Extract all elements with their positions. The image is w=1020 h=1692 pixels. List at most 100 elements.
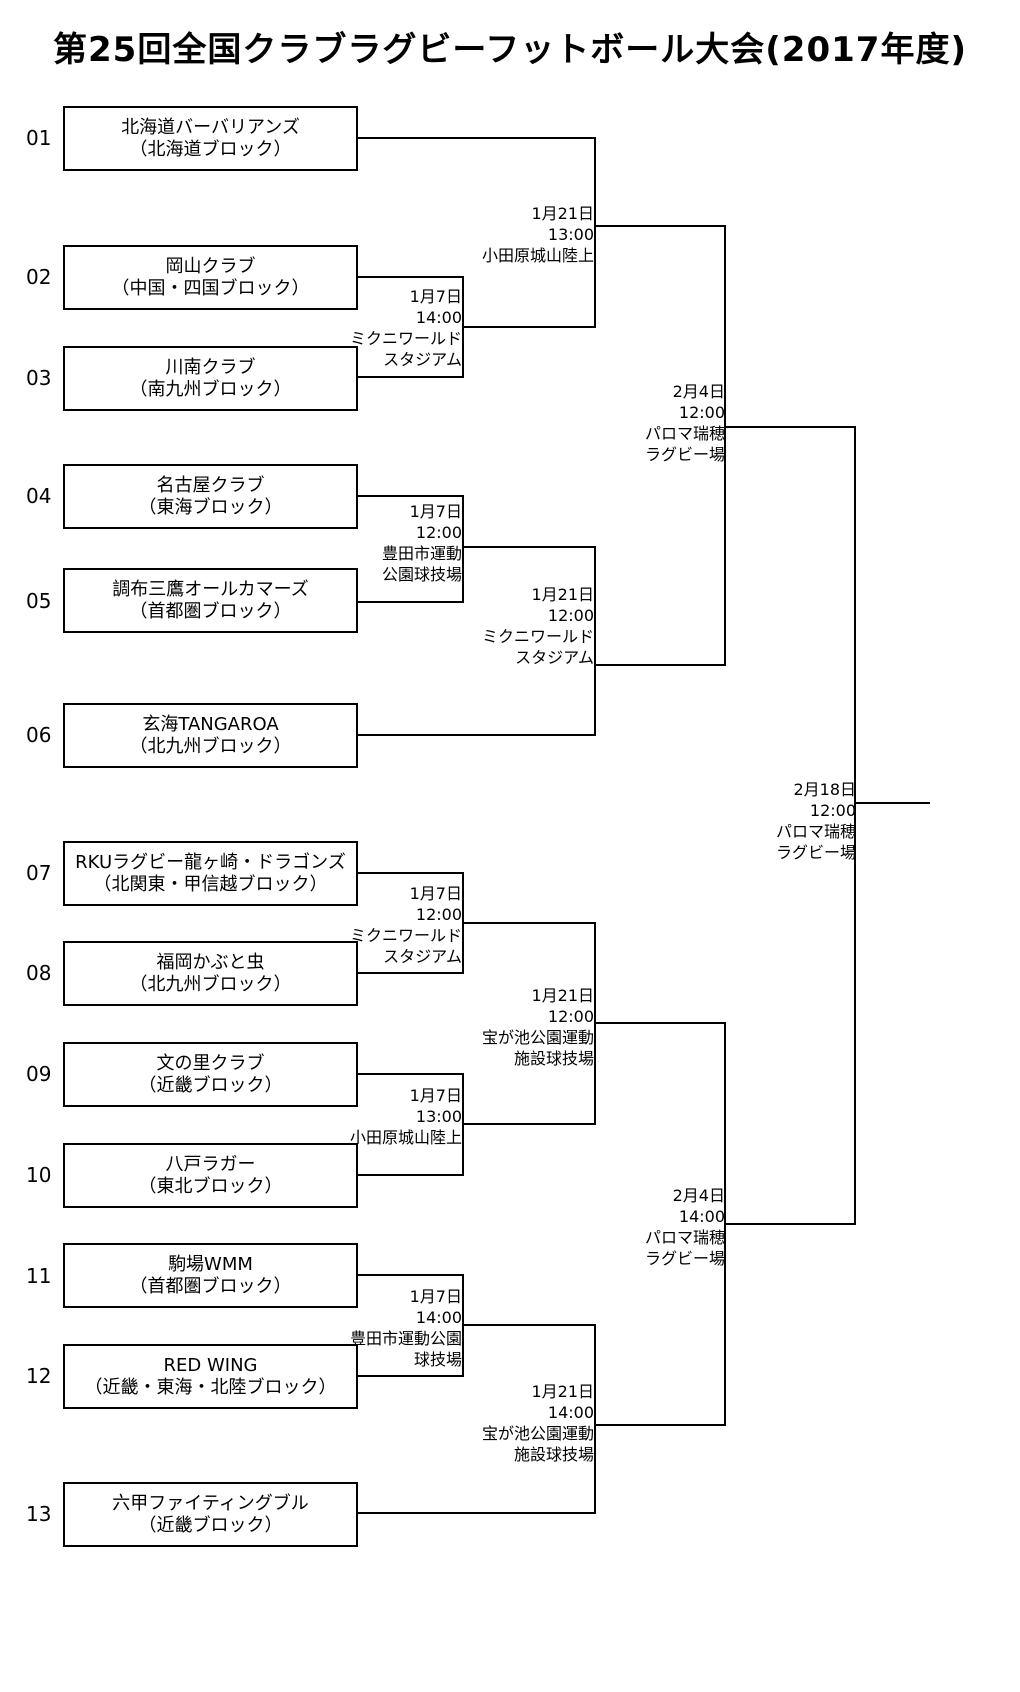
match-time: 14:00 [678, 1207, 725, 1226]
bracket-line [594, 546, 596, 736]
match-date: 1月21日 [531, 986, 594, 1005]
match-info: 1月7日 12:00 豊田市運動 公園球技場 [382, 501, 462, 585]
match-time: 12:00 [547, 1007, 594, 1026]
match-info: 1月21日 13:00 小田原城山陸上 [482, 203, 594, 266]
team-block: （北九州ブロック） [129, 735, 292, 757]
match-info: 1月7日 14:00 豊田市運動公園 球技場 [350, 1286, 462, 1370]
bracket-line [358, 1512, 596, 1514]
match-date: 1月7日 [409, 884, 462, 903]
team-seed: 08 [26, 961, 52, 985]
team-name: 文の里クラブ [156, 1052, 265, 1074]
match-time: 12:00 [547, 606, 594, 625]
team-block: （近畿・東海・北陸ブロック） [84, 1376, 337, 1398]
match-info: 1月7日 12:00 ミクニワールド スタジアム [350, 883, 462, 967]
bracket-line [724, 1223, 856, 1225]
match-info: 1月7日 13:00 小田原城山陸上 [350, 1085, 462, 1148]
team-block: （近畿ブロック） [138, 1074, 283, 1096]
match-venue-line2: スタジアム [383, 350, 462, 369]
team-name: 名古屋クラブ [156, 474, 265, 496]
bracket-line [462, 546, 596, 548]
match-venue-line2: ラグビー場 [644, 1249, 725, 1268]
match-venue-line2: スタジアム [515, 648, 594, 667]
match-venue: パロマ瑞穂 [644, 424, 725, 443]
match-info: 1月21日 12:00 宝が池公園運動 施設球技場 [482, 985, 594, 1069]
bracket-line [854, 426, 856, 1225]
match-venue: パロマ瑞穂 [644, 1228, 725, 1247]
bracket-line [358, 1174, 464, 1176]
team-box: 岡山クラブ （中国・四国ブロック） [63, 245, 358, 310]
team-name: 岡山クラブ [165, 255, 256, 277]
match-info: 1月7日 14:00 ミクニワールド スタジアム [350, 286, 462, 370]
match-date: 1月7日 [409, 1086, 462, 1105]
team-box: 福岡かぶと虫 （北九州ブロック） [63, 941, 358, 1006]
match-venue-line2: スタジアム [383, 947, 462, 966]
bracket-line [358, 137, 596, 139]
team-name: 駒場WMM [168, 1253, 253, 1275]
team-name: 福岡かぶと虫 [156, 951, 265, 973]
team-box: 川南クラブ （南九州ブロック） [63, 346, 358, 411]
bracket-line [594, 225, 726, 227]
match-time: 13:00 [415, 1107, 462, 1126]
team-block: （首都圏ブロック） [129, 600, 292, 622]
match-info: 1月21日 12:00 ミクニワールド スタジアム [482, 584, 594, 668]
team-box: 調布三鷹オールカマーズ （首都圏ブロック） [63, 568, 358, 633]
match-time: 12:00 [415, 905, 462, 924]
team-seed: 11 [26, 1264, 52, 1288]
team-block: （首都圏ブロック） [129, 1275, 292, 1297]
team-seed: 02 [26, 265, 52, 289]
bracket-line [594, 664, 726, 666]
bracket-line [358, 276, 464, 278]
team-seed: 03 [26, 366, 52, 390]
team-seed: 09 [26, 1062, 52, 1086]
bracket-line [724, 225, 726, 666]
match-venue-line2: ラグビー場 [644, 445, 725, 464]
match-venue: 宝が池公園運動 [481, 1424, 594, 1443]
match-date: 1月7日 [409, 502, 462, 521]
match-venue: ミクニワールド [349, 926, 462, 945]
team-box: 北海道バーバリアンズ （北海道ブロック） [63, 106, 358, 171]
team-box: 玄海TANGAROA （北九州ブロック） [63, 703, 358, 768]
bracket-line [358, 376, 464, 378]
team-box: 名古屋クラブ （東海ブロック） [63, 464, 358, 529]
bracket-line [594, 1424, 726, 1426]
match-venue: 豊田市運動 [381, 544, 462, 563]
team-seed: 13 [26, 1502, 52, 1526]
match-venue-line2: 球技場 [413, 1350, 462, 1369]
match-venue-line2: 公園球技場 [381, 565, 462, 584]
match-info: 2月4日 12:00 パロマ瑞穂 ラグビー場 [645, 381, 725, 465]
team-box: 八戸ラガー （東北ブロック） [63, 1143, 358, 1208]
match-venue-line2: 施設球技場 [513, 1445, 594, 1464]
match-venue: ミクニワールド [481, 627, 594, 646]
team-seed: 05 [26, 589, 52, 613]
match-venue: 宝が池公園運動 [481, 1028, 594, 1047]
team-name: 玄海TANGAROA [142, 713, 279, 735]
team-box: RKUラグビー龍ヶ崎・ドラゴンズ （北関東・甲信越ブロック） [63, 841, 358, 906]
team-name: 六甲ファイティングブル [112, 1492, 309, 1514]
match-time: 12:00 [809, 801, 856, 820]
team-seed: 06 [26, 723, 52, 747]
match-date: 2月4日 [672, 382, 725, 401]
bracket-line [358, 1073, 464, 1075]
bracket-line [358, 872, 464, 874]
team-box: RED WING （近畿・東海・北陸ブロック） [63, 1344, 358, 1409]
team-block: （北九州ブロック） [129, 973, 292, 995]
match-date: 1月21日 [531, 1382, 594, 1401]
bracket-line [724, 426, 856, 428]
match-info: 2月18日 12:00 パロマ瑞穂 ラグビー場 [776, 779, 856, 863]
match-time: 12:00 [678, 403, 725, 422]
team-block: （北関東・甲信越ブロック） [93, 873, 328, 895]
match-time: 13:00 [547, 225, 594, 244]
team-block: （東北ブロック） [138, 1175, 283, 1197]
bracket-line [462, 1123, 596, 1125]
team-block: （中国・四国ブロック） [111, 277, 310, 299]
match-date: 2月4日 [672, 1186, 725, 1205]
match-time: 14:00 [547, 1403, 594, 1422]
match-venue: 豊田市運動公園 [349, 1329, 462, 1348]
page-title: 第25回全国クラブラグビーフットボール大会(2017年度) [53, 30, 967, 70]
team-block: （東海ブロック） [138, 496, 283, 518]
bracket-line [358, 1375, 464, 1377]
match-time: 12:00 [415, 523, 462, 542]
team-box: 文の里クラブ （近畿ブロック） [63, 1042, 358, 1107]
team-name: 北海道バーバリアンズ [121, 116, 300, 138]
bracket-line [594, 1022, 726, 1024]
